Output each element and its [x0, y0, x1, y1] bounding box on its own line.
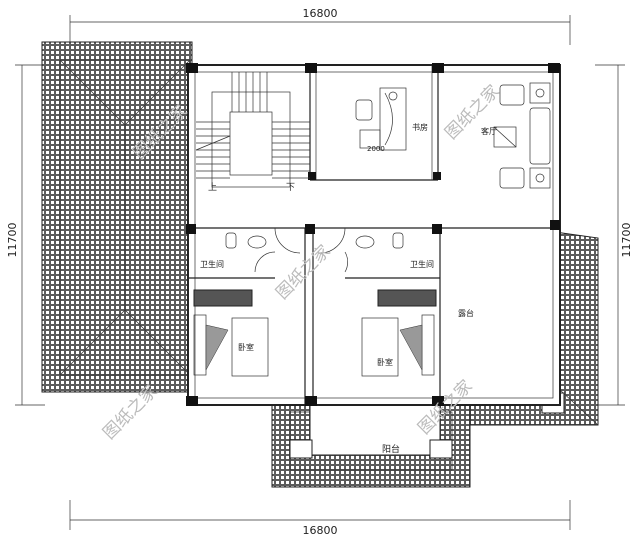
- room-label-bedroom-left: 卧室: [238, 342, 254, 352]
- columns: [186, 63, 560, 406]
- bathroom-left: 卫生间: [200, 227, 301, 273]
- balcony-roof: 阳台: [271, 404, 471, 488]
- building-walls: [187, 64, 561, 406]
- room-label-bathroom-left: 卫生间: [200, 259, 224, 269]
- dimension-bottom: 16800: [69, 500, 571, 537]
- dimension-bottom-label: 16800: [303, 524, 338, 537]
- room-label-bathroom-right: 卫生间: [410, 259, 434, 269]
- dimension-right-label: 11700: [620, 223, 633, 258]
- left-roof: [41, 41, 193, 393]
- bedroom-left: 卧室: [193, 289, 269, 377]
- dimension-right: 11700: [595, 64, 633, 406]
- stair-up-label: 上: [208, 182, 217, 193]
- room-label-study: 书房: [412, 122, 428, 132]
- stair-down-label: 下: [286, 183, 295, 193]
- dimension-left: 11700: [6, 64, 45, 406]
- room-label-balcony: 阳台: [382, 443, 400, 455]
- dimension-left-label: 11700: [6, 223, 19, 258]
- dimension-top: 16800: [69, 7, 571, 45]
- dimension-top-label: 16800: [303, 7, 338, 20]
- living-furniture: 客厅: [481, 82, 551, 189]
- desk-label: 2000: [367, 145, 385, 153]
- staircase[interactable]: 上 下: [195, 72, 310, 193]
- room-label-bedroom-right: 卧室: [377, 357, 393, 367]
- bathroom-right: 卫生间: [317, 227, 434, 273]
- bedroom-right: 卧室: [361, 289, 437, 377]
- study-furniture: 2000 书房: [355, 87, 428, 153]
- room-label-living-room: 客厅: [481, 126, 497, 136]
- room-label-terrace: 露台: [458, 308, 474, 318]
